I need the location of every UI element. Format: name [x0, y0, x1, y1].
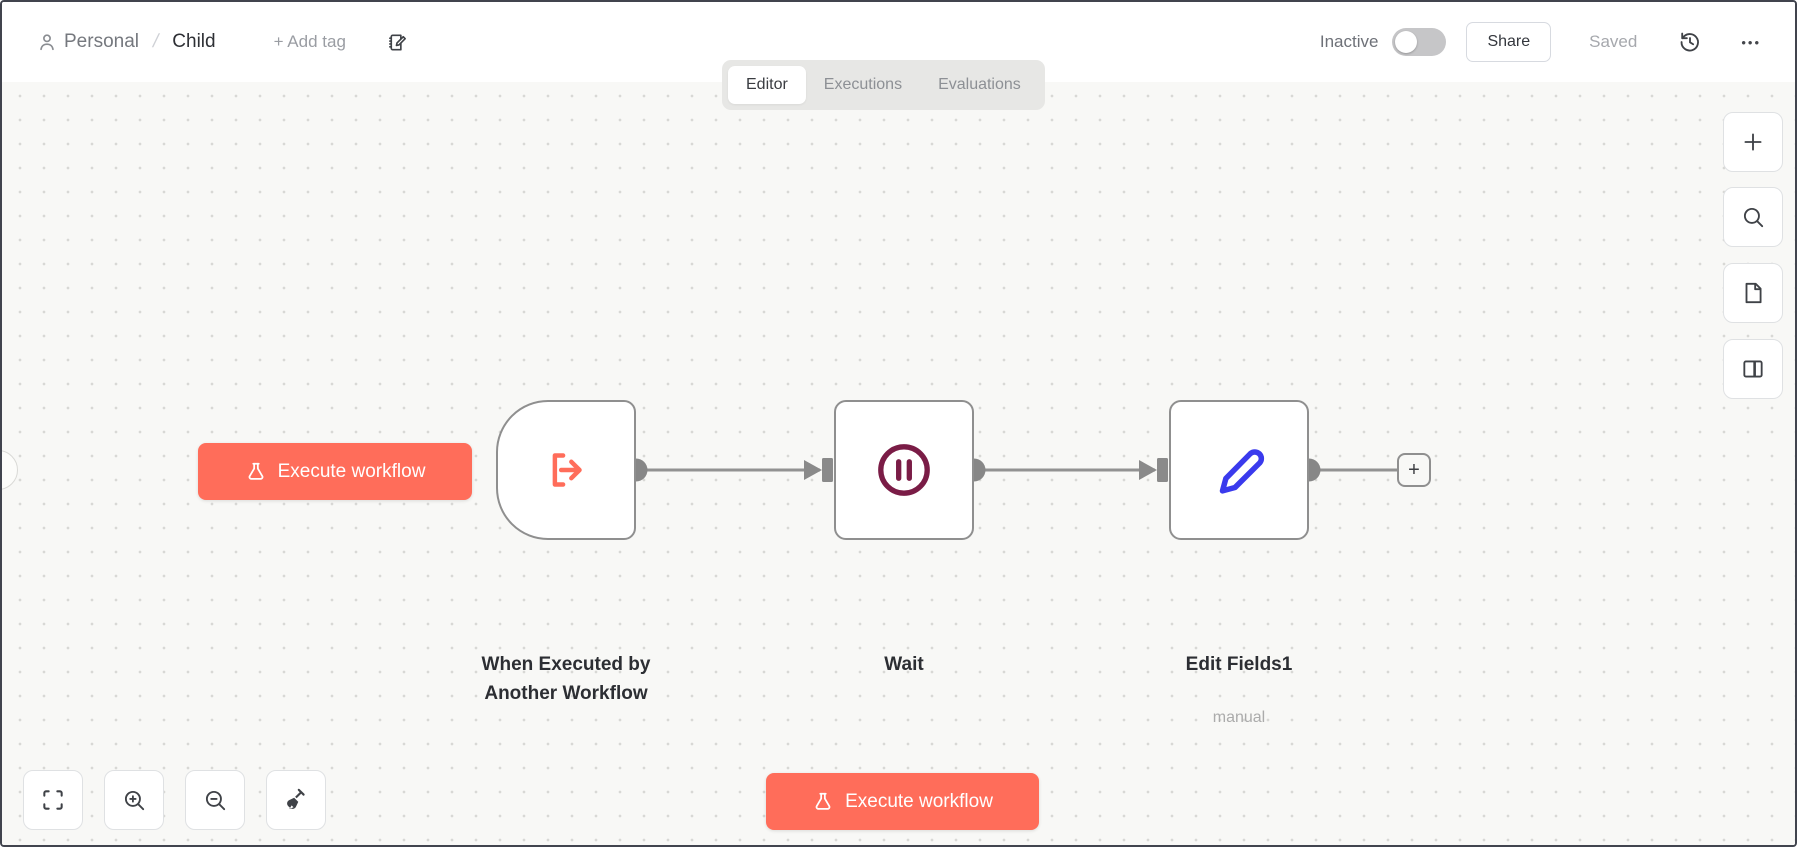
more-menu-button[interactable]: ••• [1735, 29, 1767, 56]
zoom-in-icon [124, 790, 145, 811]
node-subtitle-edit-fields: manual [1212, 709, 1266, 726]
node-when-executed-by-another-workflow[interactable] [496, 400, 636, 540]
saved-status: Saved [1589, 32, 1638, 51]
node-edit-fields1[interactable] [1169, 400, 1309, 540]
add-node-plus-button[interactable]: + [1397, 453, 1431, 487]
fit-view-button[interactable] [23, 770, 83, 830]
share-button[interactable]: Share [1466, 22, 1552, 62]
plus-glyph: + [1408, 458, 1420, 481]
execute-workflow-label: Execute workflow [277, 460, 426, 482]
search-icon [1743, 207, 1764, 228]
active-toggle[interactable] [1392, 28, 1447, 56]
person-icon [36, 31, 58, 53]
node-label-edit-fields: Edit Fields1 [1185, 654, 1293, 675]
node-wait[interactable] [834, 400, 974, 540]
bottom-execute-workflow-button[interactable]: Execute workflow [766, 773, 1039, 830]
tidy-up-button[interactable] [266, 770, 326, 830]
note-edit-icon[interactable] [386, 31, 409, 54]
log-out-arrow-icon [537, 441, 595, 499]
search-button[interactable] [1723, 187, 1783, 247]
pause-circle-icon [875, 441, 933, 499]
breadcrumb-separator: / [150, 31, 161, 52]
zoom-out-button[interactable] [185, 770, 245, 830]
bottom-execute-workflow-label: Execute workflow [845, 790, 993, 812]
tab-executions[interactable]: Executions [823, 76, 903, 93]
breadcrumb: Personal / Child + Add tag [36, 31, 409, 54]
node-label-wait: Wait [884, 654, 924, 675]
toggle-knob [1395, 31, 1418, 53]
add-tag-button[interactable]: + Add tag [273, 32, 346, 51]
breadcrumb-project[interactable]: Personal [64, 31, 139, 52]
flask-icon [815, 792, 831, 810]
workflow-name[interactable]: Child [172, 31, 216, 52]
execute-workflow-button[interactable]: Execute workflow [198, 443, 472, 500]
tab-evaluations[interactable]: Evaluations [938, 76, 1021, 93]
add-node-button[interactable] [1723, 112, 1783, 172]
header-actions: Inactive Share Saved ••• [1320, 22, 1767, 62]
status-label: Inactive [1319, 32, 1379, 51]
plus-icon [1744, 133, 1762, 151]
history-button[interactable] [1673, 25, 1707, 59]
split-panel-icon [1743, 360, 1763, 378]
fit-view-icon [43, 790, 63, 810]
pen-icon [1209, 440, 1269, 500]
tidy-up-broom-icon [287, 788, 305, 810]
node-label-trigger: When Executed by Another Workflow [481, 654, 651, 704]
toggle-panel-button[interactable] [1723, 339, 1783, 399]
zoom-in-button[interactable] [104, 770, 164, 830]
view-tabs: Editor Executions Evaluations [722, 60, 1045, 110]
workflow-canvas[interactable]: Execute workflow [2, 82, 1795, 845]
history-icon [1680, 32, 1700, 52]
tab-editor[interactable]: Editor [728, 66, 806, 104]
sticky-note-button[interactable] [1723, 263, 1783, 323]
flask-icon [248, 462, 263, 480]
file-icon [1745, 282, 1762, 304]
zoom-out-icon [205, 790, 226, 811]
left-edge-handle [2, 450, 18, 490]
